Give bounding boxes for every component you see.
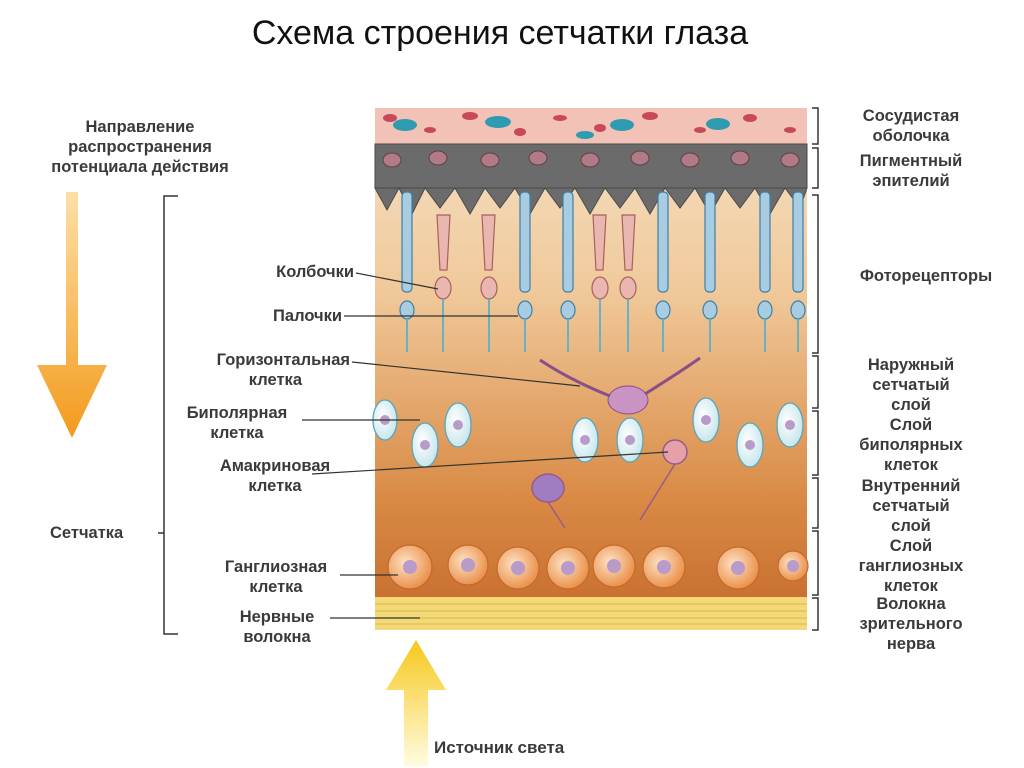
direction-label: Направление распространения потенциала д… bbox=[30, 117, 250, 177]
label-rods: Палочки bbox=[200, 306, 342, 326]
retina-label: Сетчатка bbox=[50, 523, 123, 543]
layer-pigment-epithelium: Пигментный эпителий bbox=[836, 151, 986, 191]
direction-arrow bbox=[37, 192, 107, 438]
optic-nerve-fibers bbox=[375, 597, 807, 630]
label-nerve-fibers: Нервные волокна bbox=[222, 607, 332, 647]
layer-brackets bbox=[812, 108, 818, 630]
label-horizontal-cell: Горизонтальная клетка bbox=[150, 350, 350, 390]
choroid-layer bbox=[375, 108, 807, 144]
label-amacrine-cell: Амакриновая клетка bbox=[192, 456, 358, 496]
label-cones: Колбочки bbox=[200, 262, 354, 282]
layer-inner-plexiform: Внутренний сетчатый слой bbox=[836, 476, 986, 536]
label-ganglion-cell: Ганглиозная клетка bbox=[200, 557, 352, 597]
label-bipolar-cell: Биполярная клетка bbox=[172, 403, 302, 443]
layer-ganglion: Слой ганглиозных клеток bbox=[836, 536, 986, 596]
layer-photoreceptors: Фоторецепторы bbox=[830, 266, 1022, 286]
light-source-label: Источник света bbox=[434, 738, 564, 758]
layer-optic-fibers: Волокна зрительного нерва bbox=[836, 594, 986, 654]
layer-outer-plexiform: Наружный сетчатый слой bbox=[836, 355, 986, 415]
retina-block bbox=[373, 108, 808, 630]
layer-choroid: Сосудистая оболочка bbox=[836, 106, 986, 146]
layer-bipolar: Слой биполярных клеток bbox=[836, 415, 986, 475]
